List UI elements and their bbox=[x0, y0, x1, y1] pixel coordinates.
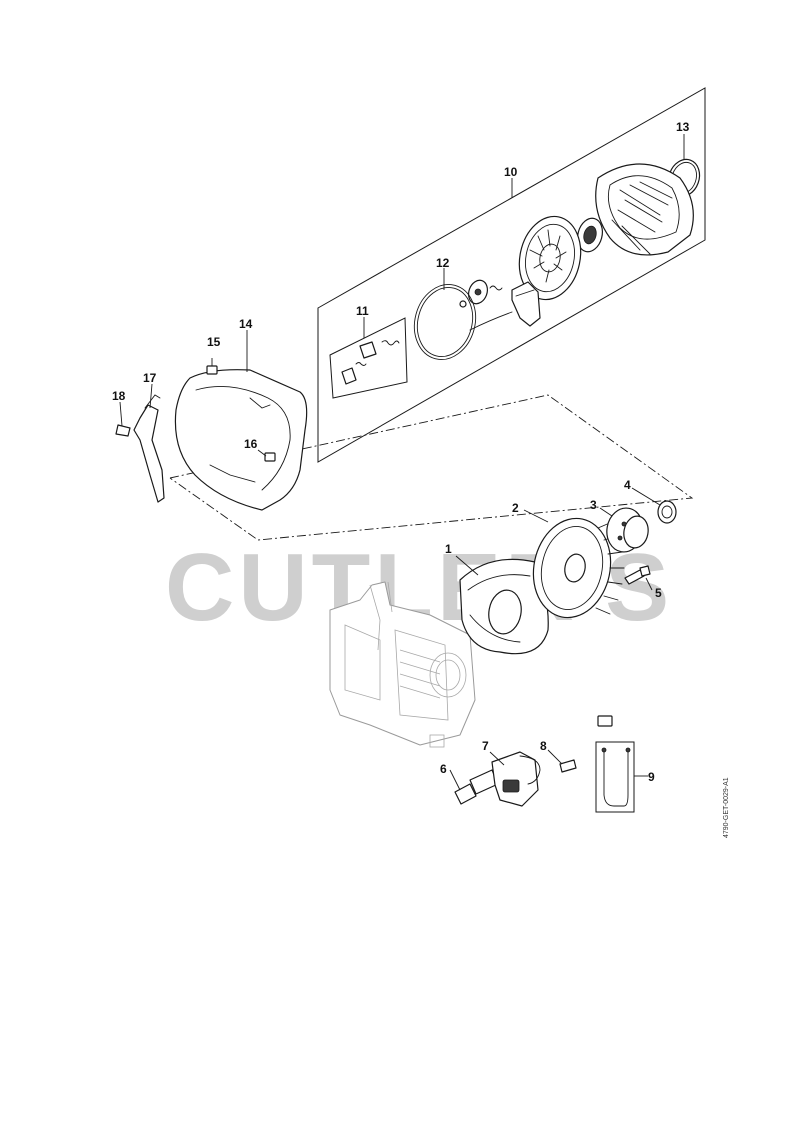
callout-4: 4 bbox=[624, 478, 631, 492]
recoil-starter-frame bbox=[317, 87, 706, 463]
starter-pawl-part bbox=[459, 279, 503, 308]
callout-11: 11 bbox=[356, 304, 369, 318]
flywheel-part bbox=[532, 517, 625, 619]
flywheel-bolt-part bbox=[624, 565, 651, 585]
spark-plug-part bbox=[454, 769, 499, 805]
callout-13: 13 bbox=[676, 120, 690, 134]
stop-switch-part bbox=[595, 715, 635, 813]
starter-cup-part bbox=[606, 507, 649, 553]
starter-handle-part bbox=[469, 281, 541, 331]
flywheel-cover-part bbox=[459, 558, 549, 655]
shroud-screw-part bbox=[206, 358, 218, 375]
reference-code: 4790-GET-0029-A1 bbox=[723, 777, 730, 838]
callout-18: 18 bbox=[112, 389, 126, 403]
callout-8: 8 bbox=[540, 739, 547, 753]
engine-block-ghost bbox=[329, 581, 476, 748]
leader-lines bbox=[119, 134, 685, 791]
rewind-spring-part bbox=[577, 217, 603, 253]
flywheel-nut-part bbox=[657, 500, 677, 524]
callout-1: 1 bbox=[445, 542, 452, 556]
callout-15: 15 bbox=[207, 335, 221, 349]
recoil-spring-part bbox=[413, 284, 477, 360]
pawl-kit-parts bbox=[341, 340, 400, 385]
callout-12: 12 bbox=[436, 256, 450, 270]
ignition-module-part bbox=[491, 751, 541, 807]
starter-housing-part bbox=[595, 163, 694, 256]
rope-pulley-part bbox=[518, 215, 582, 301]
throttle-lever-part bbox=[133, 394, 165, 503]
callout-2: 2 bbox=[512, 501, 519, 515]
starter-pawl-kit-frame bbox=[329, 317, 408, 399]
callout-9: 9 bbox=[648, 770, 655, 784]
module-screw-part bbox=[559, 759, 577, 773]
callout-10: 10 bbox=[504, 165, 518, 179]
shroud-inner-screw-part bbox=[264, 452, 276, 462]
lever-screw-part bbox=[115, 424, 131, 437]
callout-16: 16 bbox=[244, 437, 258, 451]
callout-labels: 1 2 3 4 5 6 7 8 9 10 11 12 13 14 15 16 1… bbox=[112, 120, 690, 784]
callout-17: 17 bbox=[143, 371, 157, 385]
callout-14: 14 bbox=[239, 317, 253, 331]
assembly-dashed-outline bbox=[169, 394, 694, 541]
callout-6: 6 bbox=[440, 762, 447, 776]
callout-5: 5 bbox=[655, 586, 662, 600]
callout-7: 7 bbox=[482, 739, 489, 753]
fan-shroud-part bbox=[174, 369, 308, 511]
callout-3: 3 bbox=[590, 498, 597, 512]
